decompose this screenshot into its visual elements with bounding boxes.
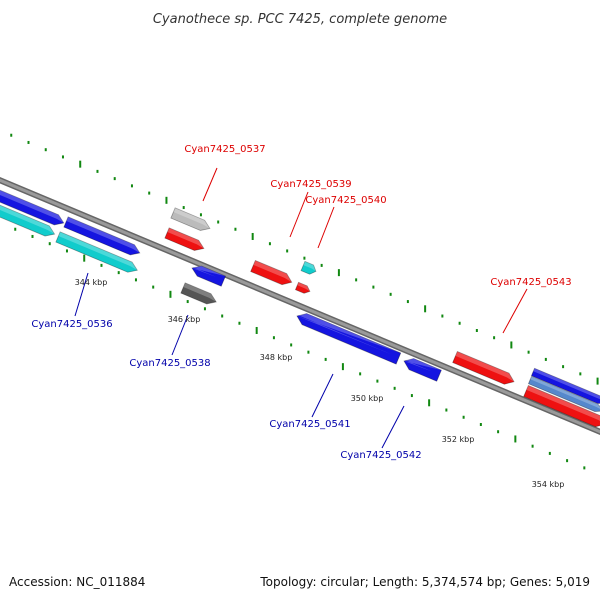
feature-0544-blue-shape — [530, 367, 600, 404]
feature-0540-cyan-shape — [300, 260, 317, 275]
feature-0544-mid-shine — [530, 376, 600, 411]
coord-label-354: 354 kbp — [532, 480, 565, 489]
gene-label-0542[interactable]: Cyan7425_0542 — [340, 450, 421, 461]
feature-0539[interactable] — [250, 259, 294, 287]
gene-label-0541[interactable]: Cyan7425_0541 — [269, 419, 350, 430]
feature-0535-blue-shine — [0, 186, 64, 223]
feature-0537-gray-shine — [173, 207, 210, 229]
feature-0537-gray[interactable] — [170, 207, 212, 234]
gene-label-0538[interactable]: Cyan7425_0538 — [129, 358, 210, 369]
coord-label-350: 350 kbp — [351, 394, 384, 403]
feature-0539-shape — [250, 259, 293, 286]
leader-line — [502, 288, 528, 334]
feature-0538-blue-shine — [192, 266, 226, 278]
feature-0541-shine — [297, 313, 401, 355]
feature-0535-cyan-shape — [0, 201, 56, 237]
feature-0544-blue-shine — [533, 368, 600, 403]
feature-0539-shine — [253, 260, 292, 283]
gene-label-0543[interactable]: Cyan7425_0543 — [490, 277, 571, 288]
feature-0541-shape — [296, 313, 402, 365]
feature-0542-shape — [403, 358, 442, 382]
feature-0538-gray[interactable] — [180, 282, 218, 307]
feature-0542[interactable] — [402, 355, 442, 382]
feature-0538-blue-shape — [191, 265, 227, 287]
feature-0544-red[interactable] — [523, 384, 600, 429]
gene-label-0537[interactable]: Cyan7425_0537 — [184, 144, 265, 155]
feature-0543-shape — [452, 350, 515, 385]
feature-0544-red-shape — [523, 384, 600, 428]
feature-0535-blue-shape — [0, 186, 65, 226]
gene-label-0539[interactable]: Cyan7425_0539 — [270, 179, 351, 190]
coord-label-348: 348 kbp — [260, 353, 293, 362]
feature-0542-shine — [404, 358, 442, 372]
coord-label-346: 346 kbp — [168, 315, 201, 324]
feature-0540-shape — [294, 281, 311, 294]
feature-0537-shape — [164, 227, 205, 251]
feature-0544-mid[interactable] — [527, 375, 600, 414]
feature-0541[interactable] — [295, 310, 402, 365]
feature-0537[interactable] — [164, 227, 206, 254]
leader-line — [381, 405, 405, 449]
feature-0537-shine — [167, 227, 204, 249]
leader-line — [202, 167, 218, 202]
leader-line — [317, 206, 335, 249]
feature-0538-blue[interactable] — [190, 263, 227, 287]
feature-0535-cyan-shine — [0, 201, 55, 235]
feature-0536-cyan-shine — [58, 231, 138, 271]
feature-0536-blue[interactable] — [63, 216, 142, 258]
gene-labels: Cyan7425_0536 Cyan7425_0537 Cyan7425_053… — [31, 144, 571, 461]
genome-backbone-highlight — [0, 178, 600, 434]
gene-label-0536[interactable]: Cyan7425_0536 — [31, 319, 112, 330]
gene-label-0540[interactable]: Cyan7425_0540 — [305, 195, 386, 206]
feature-0540[interactable] — [294, 281, 311, 295]
feature-0540-cyan-shine — [303, 261, 316, 272]
accession-text: Accession: NC_011884 — [9, 575, 145, 589]
feature-0536-blue-shape — [63, 216, 141, 256]
feature-0540-shine — [297, 282, 310, 292]
feature-0535-cyan[interactable] — [0, 201, 57, 239]
feature-0536-blue-shine — [66, 216, 140, 253]
tick-marks — [10, 133, 599, 470]
label-leaders — [74, 167, 528, 449]
feature-0535-blue[interactable] — [0, 186, 66, 228]
map-title: Cyanothece sp. PCC 7425, complete genome — [153, 12, 447, 27]
coord-label-344: 344 kbp — [75, 278, 108, 287]
feature-0544-blue[interactable] — [530, 367, 600, 406]
gene-features — [0, 186, 600, 429]
feature-0537-gray-shape — [170, 207, 211, 231]
coord-label-352: 352 kbp — [442, 435, 475, 444]
feature-0543[interactable] — [452, 350, 517, 387]
feature-0538-gray-shape — [180, 282, 217, 305]
leader-line — [171, 314, 189, 356]
leader-line — [311, 373, 334, 418]
feature-0544-mid-shape — [527, 375, 600, 412]
feature-0544-red-shine — [526, 385, 600, 425]
leader-line — [74, 272, 89, 317]
coordinate-labels: 344 kbp 346 kbp 348 kbp 350 kbp 352 kbp … — [75, 278, 565, 489]
genome-summary-text: Topology: circular; Length: 5,374,574 bp… — [259, 575, 590, 589]
feature-0540-cyan[interactable] — [300, 260, 318, 276]
feature-0538-gray-shine — [183, 282, 217, 302]
leader-line — [289, 191, 309, 238]
feature-0543-shine — [455, 351, 515, 382]
feature-0536-cyan[interactable] — [55, 231, 140, 275]
feature-0536-cyan-shape — [55, 231, 138, 273]
